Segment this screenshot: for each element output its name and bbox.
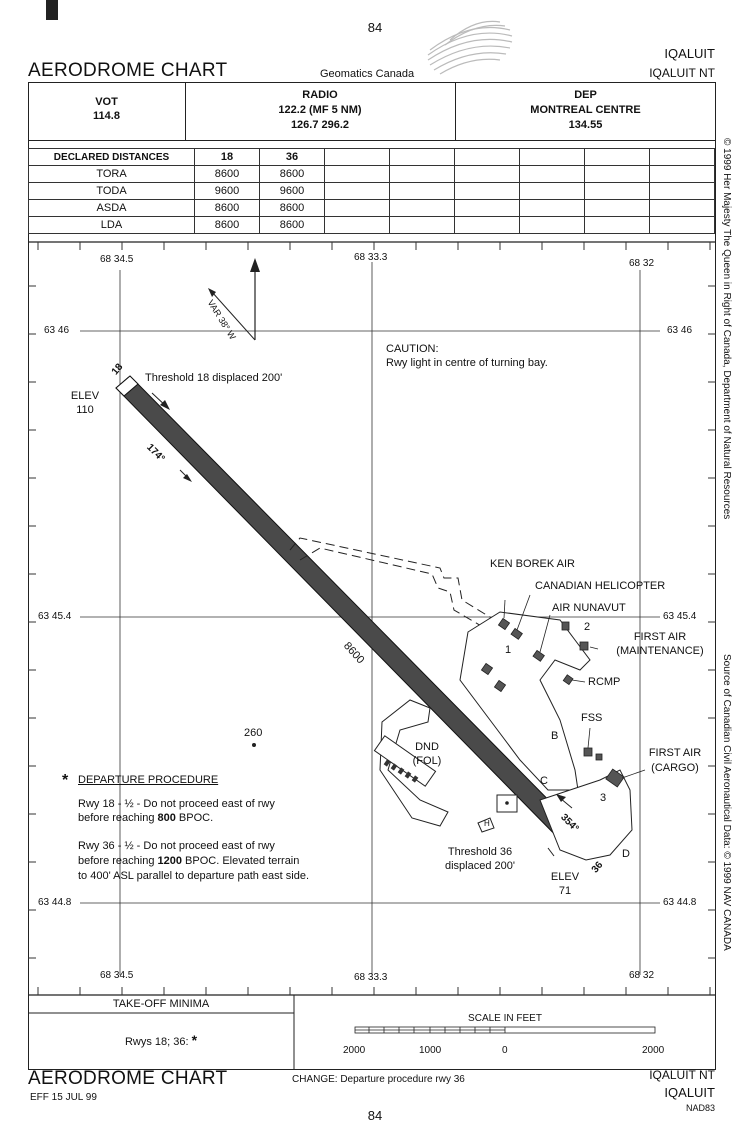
caution-text: Rwy light in centre of turning bay. <box>386 357 548 369</box>
lat-right-3: 63 44.8 <box>663 897 697 908</box>
cell-tora-36: 8600 <box>259 165 325 183</box>
declared-distances-table: DECLARED DISTANCES 18 36 TORA 8600 8600 … <box>28 148 715 234</box>
dep-label: DEP <box>574 89 597 101</box>
lat-right-1: 63 46 <box>667 325 693 336</box>
lat-right-2: 63 45.4 <box>663 611 697 622</box>
dep-line2: 134.55 <box>568 119 603 131</box>
threshold-36-line2: displaced 200' <box>445 860 515 872</box>
scale-bar <box>354 1026 656 1034</box>
apron-3: 3 <box>600 792 607 804</box>
label-ken-borek: KEN BOREK AIR <box>490 558 575 570</box>
radio-line2: 126.7 296.2 <box>290 119 350 131</box>
airport-location: IQALUIT NT <box>649 66 715 80</box>
taxiway-c: C <box>540 775 548 787</box>
departure-title: DEPARTURE PROCEDURE <box>78 774 219 786</box>
label-fss: FSS <box>581 712 603 724</box>
scale-label-1000: 1000 <box>419 1045 442 1056</box>
vot-freq: 114.8 <box>93 110 120 122</box>
label-rcmp: RCMP <box>588 676 621 688</box>
page-number-top: 84 <box>367 20 383 35</box>
change-note: CHANGE: Departure procedure rwy 36 <box>292 1074 465 1085</box>
takeoff-title: TAKE-OFF MINIMA <box>112 998 210 1010</box>
scale-label-2000-right: 2000 <box>642 1045 665 1056</box>
page-number-bottom: 84 <box>367 1108 383 1123</box>
label-first-air-maint-2: (MAINTENANCE) <box>616 645 704 657</box>
effective-date: EFF 15 JUL 99 <box>30 1092 97 1103</box>
lon-bottom-3: 68 32 <box>629 970 655 981</box>
label-first-air-maint-1: FIRST AIR <box>633 631 687 643</box>
cell-toda-36: 9600 <box>259 182 325 200</box>
lat-left-2: 63 45.4 <box>38 611 72 622</box>
elev-18-value: 110 <box>76 404 94 416</box>
lat-left-3: 63 44.8 <box>38 897 72 908</box>
north-arrow-icon <box>208 258 260 341</box>
scale-label-0: 0 <box>502 1045 508 1056</box>
footer-location-1: IQALUIT NT <box>649 1068 715 1082</box>
threshold-18-note: Threshold 18 displaced 200' <box>145 372 283 384</box>
elev-36-value: 71 <box>558 885 572 897</box>
vot-label: VOT <box>95 96 118 108</box>
taxiway-b: B <box>551 730 559 742</box>
dep-line1: MONTREAL CENTRE <box>530 104 641 116</box>
copyright-note: © 1999 Her Majesty The Queen in Right of… <box>721 138 732 520</box>
takeoff-value: Rwys 18; 36: * <box>124 1032 198 1048</box>
chart-title: AERODROME CHART <box>28 60 228 81</box>
scale-title: SCALE IN FEET <box>468 1013 542 1024</box>
chart-frame <box>28 82 716 1070</box>
scale-label-2000-left: 2000 <box>343 1045 366 1056</box>
label-dnd-fol: (FOL) <box>412 755 442 767</box>
departure-p2-line1: Rwy 36 - ½ - Do not proceed east of rwy <box>78 840 275 852</box>
leader-lines <box>503 594 646 779</box>
row-label-lda: LDA <box>28 216 195 234</box>
departure-asterisk: * <box>62 772 69 789</box>
footer-location-2: IQALUIT <box>664 1085 715 1100</box>
label-first-air-cargo-2: (CARGO) <box>651 762 699 774</box>
page-tab-marker <box>46 0 58 20</box>
radio-line1: 122.2 (MF 5 NM) <box>278 104 362 116</box>
lat-left-1: 63 46 <box>44 325 70 336</box>
heliport-marker: H <box>484 819 490 828</box>
apron-1: 1 <box>505 644 512 656</box>
taxiway-d: D <box>622 848 630 860</box>
elev-36-label: ELEV <box>550 871 580 883</box>
elev-18-label: ELEV <box>70 390 100 402</box>
lon-top-2: 68 33.3 <box>354 252 388 263</box>
dnd-hangars <box>383 759 419 783</box>
closed-taxiway <box>289 537 499 631</box>
footer-title: AERODROME CHART <box>28 1068 228 1089</box>
lon-top-3: 68 32 <box>629 258 655 269</box>
datum: NAD83 <box>685 1103 715 1113</box>
departure-p1-line1: Rwy 18 - ½ - Do not proceed east of rwy <box>78 798 275 810</box>
graticule <box>80 262 660 975</box>
lon-bottom-1: 68 34.5 <box>100 970 134 981</box>
departure-p2-line2: before reaching 1200 BPOC. Elevated terr… <box>78 855 300 867</box>
radio-label: RADIO <box>302 89 338 101</box>
threshold-36-line1: Threshold 36 <box>447 846 513 858</box>
lon-top-1: 68 34.5 <box>100 254 134 265</box>
label-canadian-helicopter: CANADIAN HELICOPTER <box>535 580 666 592</box>
label-dnd: DND <box>415 741 439 753</box>
spot-elevation: 260 <box>244 727 263 739</box>
lon-bottom-2: 68 33.3 <box>354 972 388 983</box>
publisher: Geomatics Canada <box>320 68 415 80</box>
airport-name: IQALUIT <box>664 46 715 61</box>
departure-p2-line3: to 400' ASL parallel to departure path e… <box>78 870 310 882</box>
source-note: Source of Canadian Civil Aeronautical Da… <box>721 654 732 951</box>
geomatics-logo <box>427 20 513 75</box>
label-first-air-cargo-1: FIRST AIR <box>648 747 702 759</box>
apron-area <box>379 611 633 861</box>
departure-p1-line2: before reaching 800 BPOC. <box>78 812 214 824</box>
apron-2: 2 <box>584 621 591 633</box>
label-air-nunavut: AIR NUNAVUT <box>552 602 626 614</box>
caution-title: CAUTION: <box>386 343 439 355</box>
buildings <box>480 617 625 788</box>
